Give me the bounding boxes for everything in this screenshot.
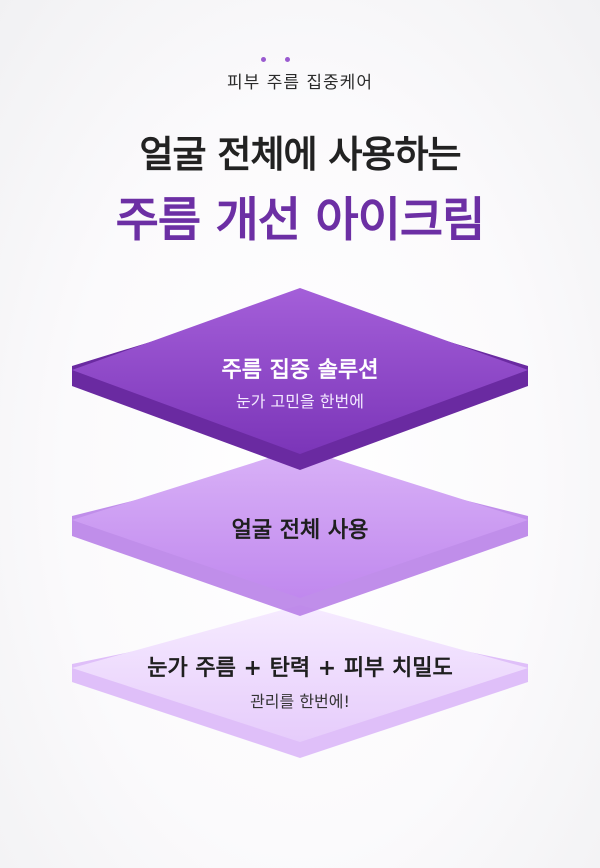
layer-top-subtitle: 눈가 고민을 한번에: [236, 392, 364, 411]
layer-bottom-title: 눈가 주름 + 탄력 + 피부 치밀도: [147, 656, 453, 681]
layer-bottom-subtitle: 관리를 한번에!: [250, 692, 350, 711]
headline-accent: 주름 개선 아이크림: [115, 193, 486, 248]
layer-top-title: 주름 집중 솔루션: [221, 358, 379, 383]
emphasis-dots: [259, 57, 299, 65]
layer-middle-title: 얼굴 전체 사용: [231, 518, 369, 543]
layer-bottom-shape: [72, 605, 528, 758]
layer-middle-shape: [72, 448, 528, 616]
layer-top-shape: [72, 288, 528, 470]
headline: 얼굴 전체에 사용하는: [139, 133, 461, 176]
top-label: 피부 주름 집중케어: [227, 73, 373, 93]
